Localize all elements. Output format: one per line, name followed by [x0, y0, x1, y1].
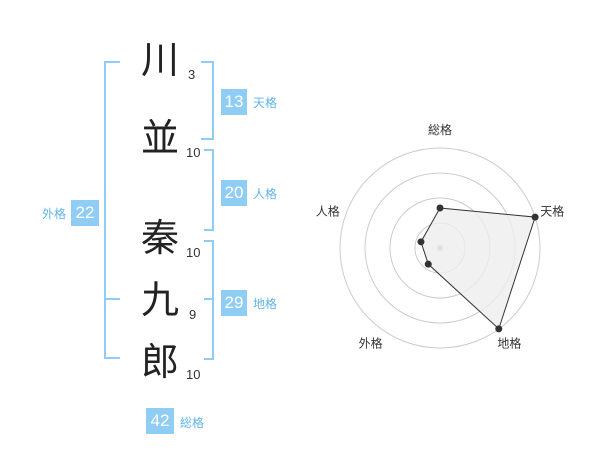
radar-ring: [339, 147, 541, 349]
tenkaku-bracket-vertical: [212, 61, 214, 140]
chikaku-bracket-mid: [204, 298, 214, 300]
name-char-4: 九: [140, 278, 179, 322]
chikaku-bracket-vertical: [212, 240, 214, 360]
radar-point-4: [424, 260, 432, 268]
radar-point-3: [495, 325, 503, 333]
gaikaku-bracket-top: [106, 61, 120, 63]
name-char-5: 郎: [140, 340, 179, 384]
gaikaku-bracket-vertical: [104, 61, 106, 359]
tenkaku-bracket-bottom: [201, 138, 214, 140]
chikaku-bracket-top: [204, 240, 214, 242]
stroke-count-5: 10: [186, 367, 201, 382]
gaikaku-bracket-bottom: [106, 357, 120, 359]
jinkaku-bracket-top: [204, 149, 214, 151]
jinkaku-label: 人格: [253, 187, 278, 201]
radar-axis-label-5: 人格: [316, 204, 340, 219]
radar-axis-label-4: 外格: [359, 335, 383, 350]
name-char-2: 並: [140, 116, 179, 160]
jinkaku-bracket-bottom: [204, 229, 214, 231]
chikaku-bracket-bottom: [204, 358, 214, 360]
radar-point-5: [417, 238, 425, 246]
stroke-count-4: 9: [189, 307, 197, 322]
tenkaku-badge: 13: [221, 89, 247, 115]
chikaku-label: 地格: [253, 297, 278, 311]
radar-axis-label-1: 総格: [428, 122, 452, 137]
jinkaku-bracket-vertical: [212, 149, 214, 231]
radar-polygon: [420, 207, 536, 330]
gaikaku-label: 外格: [42, 207, 67, 221]
jinkaku-badge: 20: [221, 180, 247, 206]
gaikaku-badge: 22: [71, 200, 99, 226]
radar-point-2: [531, 213, 539, 221]
stroke-count-1: 3: [188, 67, 196, 82]
gaikaku-bracket-mid: [106, 298, 120, 300]
radar-point-1: [436, 204, 444, 212]
soukaku-label: 総格: [180, 416, 205, 430]
tenkaku-bracket-top: [201, 61, 214, 63]
name-char-3: 秦: [140, 216, 179, 260]
chikaku-badge: 29: [221, 290, 247, 316]
radar-axis-label-2: 天格: [540, 204, 564, 219]
stroke-count-2: 10: [186, 145, 201, 160]
tenkaku-label: 天格: [253, 96, 278, 110]
soukaku-badge: 42: [146, 408, 174, 434]
stroke-count-3: 10: [186, 245, 201, 260]
name-char-1: 川: [140, 38, 179, 82]
radar-axis-label-3: 地格: [497, 335, 521, 350]
